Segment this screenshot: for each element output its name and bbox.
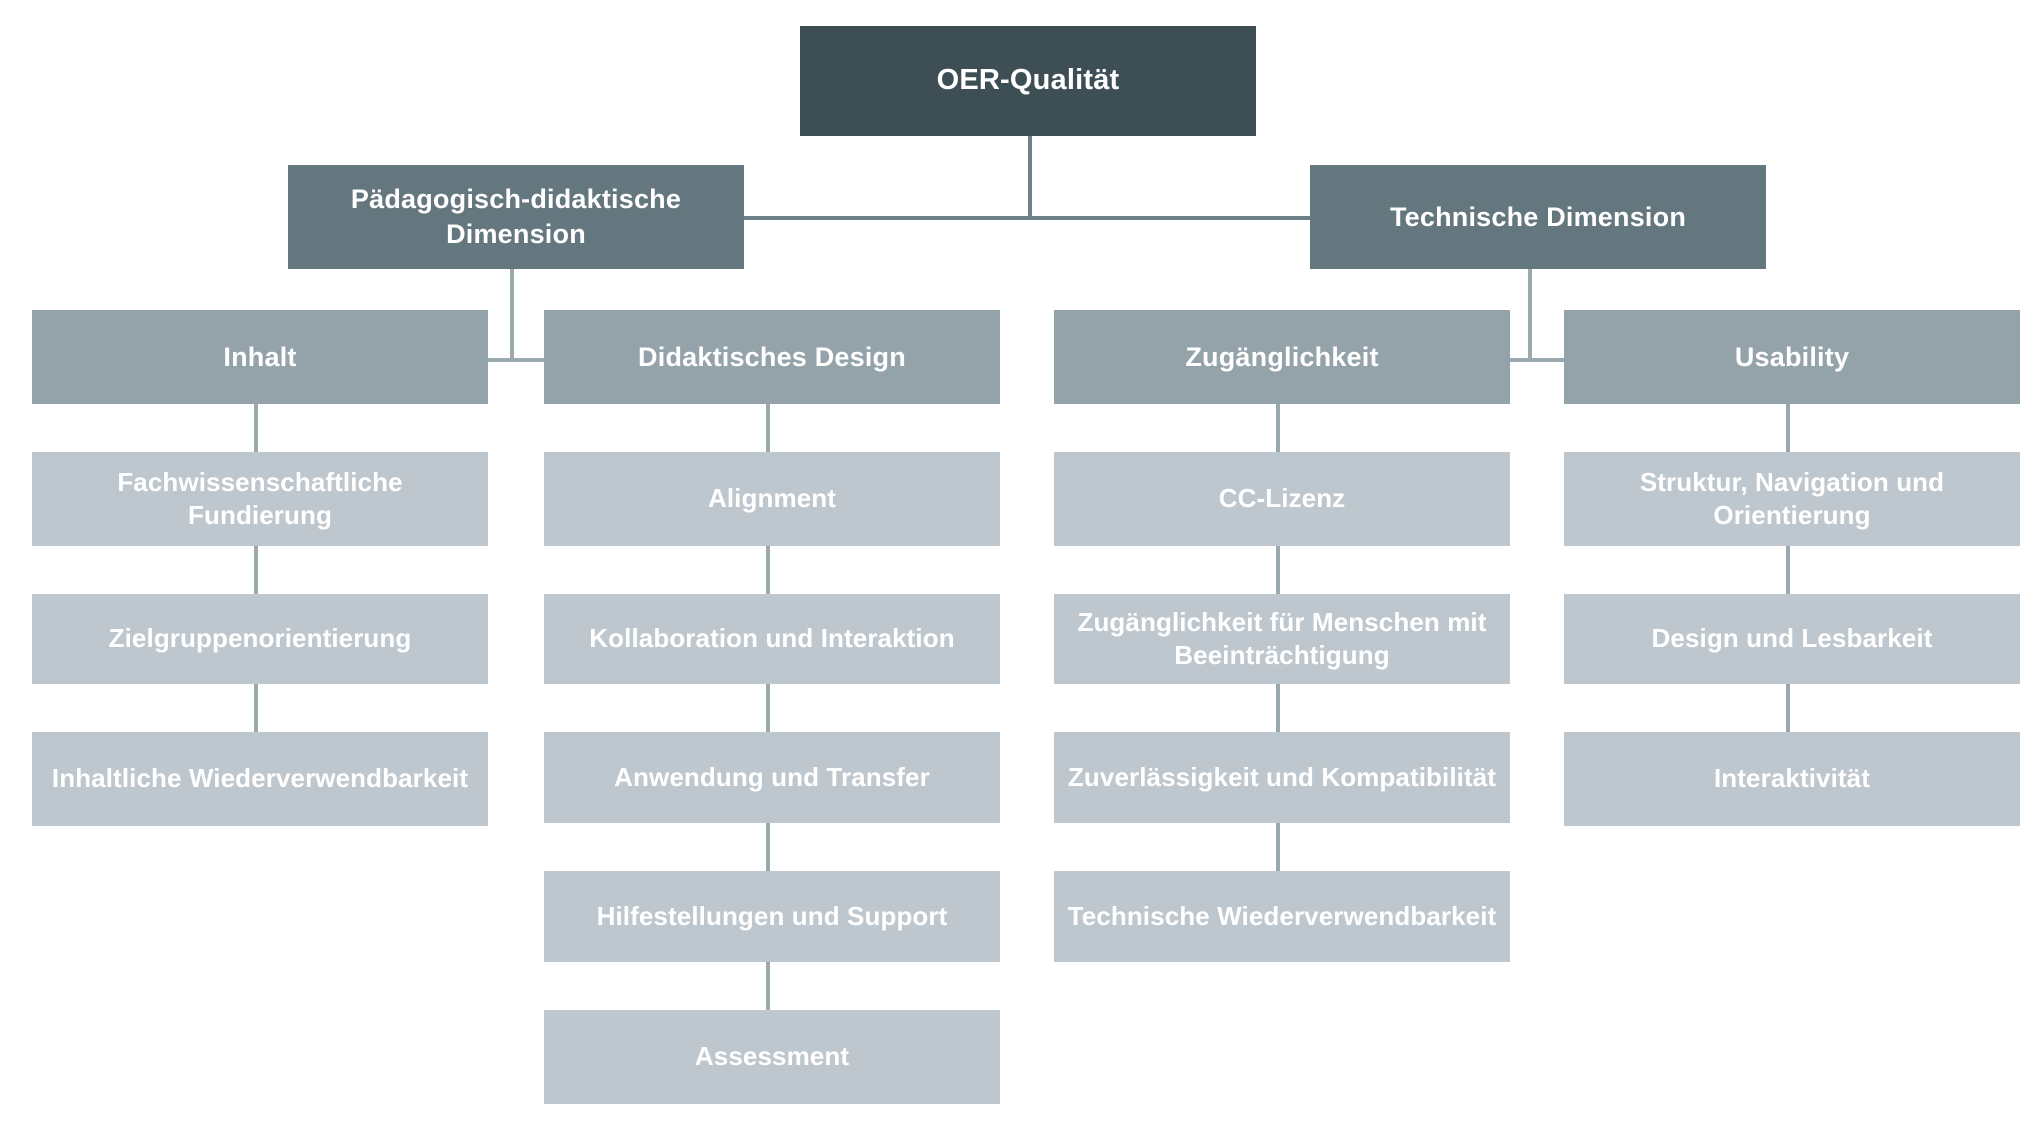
node-leaf-usability-2[interactable]: Interaktivität bbox=[1564, 732, 2020, 826]
connector-c2-3 bbox=[766, 823, 770, 871]
connector-c2-1 bbox=[766, 546, 770, 594]
node-leaf-didaktisches-design-4[interactable]: Assessment bbox=[544, 1010, 1000, 1104]
node-leaf-zugaenglichkeit-2[interactable]: Zuverlässigkeit und Kompatibilität bbox=[1054, 732, 1510, 823]
node-leaf-zugaenglichkeit-0[interactable]: CC-Lizenz bbox=[1054, 452, 1510, 546]
node-dimension-technisch[interactable]: Technische Dimension bbox=[1310, 165, 1766, 269]
node-leaf-didaktisches-design-0[interactable]: Alignment bbox=[544, 452, 1000, 546]
connector-c3-1 bbox=[1276, 546, 1280, 594]
node-leaf-didaktisches-design-3[interactable]: Hilfestellungen und Support bbox=[544, 871, 1000, 962]
connector-c3-3 bbox=[1276, 823, 1280, 871]
connector-root-bus bbox=[738, 216, 1310, 220]
node-leaf-usability-0[interactable]: Struktur, Navigation und Orientierung bbox=[1564, 452, 2020, 546]
connector-tech-bus bbox=[1508, 358, 1568, 362]
connector-paed-stem bbox=[510, 265, 514, 362]
node-category-usability[interactable]: Usability bbox=[1564, 310, 2020, 404]
connector-c1-0 bbox=[254, 404, 258, 452]
node-leaf-usability-1[interactable]: Design und Lesbarkeit bbox=[1564, 594, 2020, 684]
node-leaf-inhalt-0[interactable]: Fachwissenschaftliche Fundierung bbox=[32, 452, 488, 546]
node-leaf-inhalt-1[interactable]: Zielgruppenorientierung bbox=[32, 594, 488, 684]
connector-c3-2 bbox=[1276, 684, 1280, 732]
connector-root-stem bbox=[1028, 103, 1032, 218]
connector-paed-bus bbox=[488, 358, 548, 362]
node-leaf-didaktisches-design-2[interactable]: Anwendung und Transfer bbox=[544, 732, 1000, 823]
node-dimension-paedagogisch-didaktisch[interactable]: Pädagogisch-didaktische Dimension bbox=[288, 165, 744, 269]
node-category-zugaenglichkeit[interactable]: Zugänglichkeit bbox=[1054, 310, 1510, 404]
connector-c3-0 bbox=[1276, 404, 1280, 452]
node-leaf-zugaenglichkeit-1[interactable]: Zugänglichkeit für Menschen mit Beeinträ… bbox=[1054, 594, 1510, 684]
node-category-didaktisches-design[interactable]: Didaktisches Design bbox=[544, 310, 1000, 404]
node-leaf-didaktisches-design-1[interactable]: Kollaboration und Interaktion bbox=[544, 594, 1000, 684]
node-leaf-inhalt-2[interactable]: Inhaltliche Wiederverwendbarkeit bbox=[32, 732, 488, 826]
connector-c2-2 bbox=[766, 684, 770, 732]
connector-c2-0 bbox=[766, 404, 770, 452]
node-root-oer-qualitaet[interactable]: OER-Qualität bbox=[800, 26, 1256, 136]
connector-tech-stem bbox=[1528, 265, 1532, 362]
connector-c2-4 bbox=[766, 962, 770, 1010]
connector-c1-1 bbox=[254, 546, 258, 594]
node-leaf-zugaenglichkeit-3[interactable]: Technische Wiederverwendbarkeit bbox=[1054, 871, 1510, 962]
node-category-inhalt[interactable]: Inhalt bbox=[32, 310, 488, 404]
connector-c4-2 bbox=[1786, 684, 1790, 732]
connector-c4-1 bbox=[1786, 546, 1790, 594]
connector-c1-2 bbox=[254, 684, 258, 732]
connector-c4-0 bbox=[1786, 404, 1790, 452]
